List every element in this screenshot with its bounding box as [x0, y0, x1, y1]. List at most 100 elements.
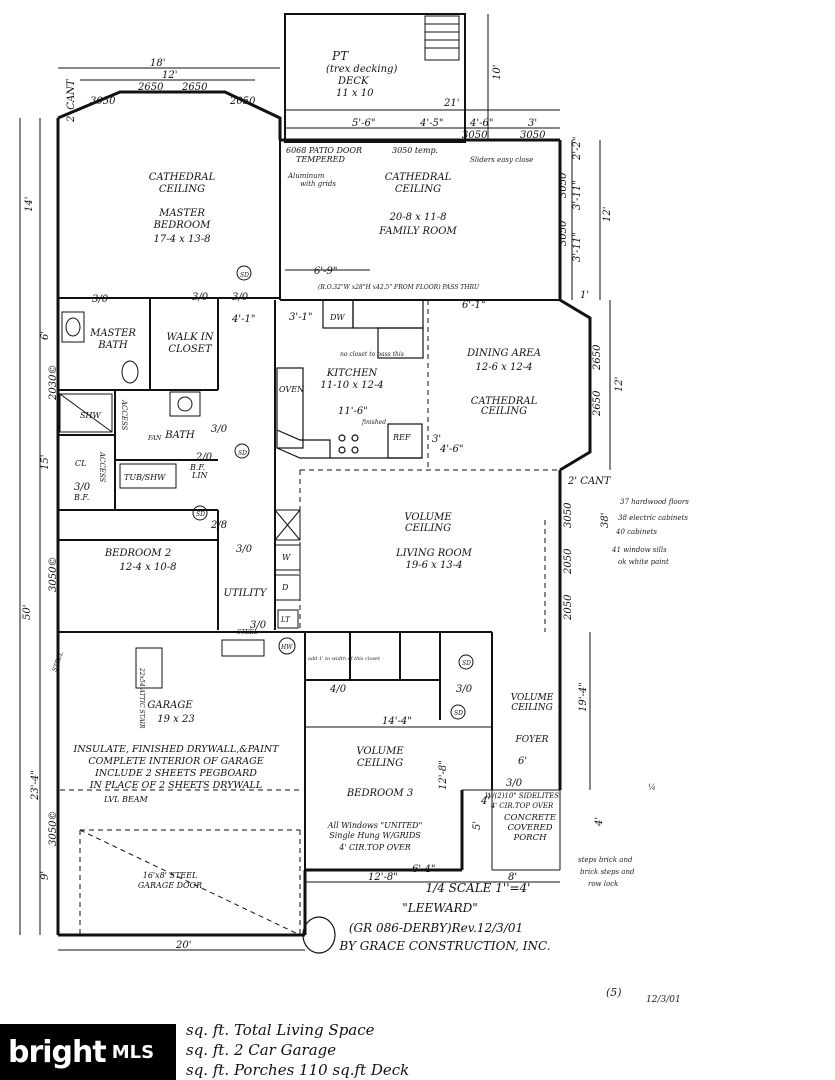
deck-note: PT [331, 49, 349, 63]
foyer-ceiling-1: VOLUME [511, 693, 554, 703]
kitchen-name: KITCHEN [326, 368, 379, 379]
dining-area-ceiling-1: CATHEDRAL [471, 396, 538, 407]
dim-left-14: 14' [24, 197, 35, 212]
hand-page: (5) [606, 986, 622, 999]
hand-floors: 37 hardwood floors [620, 498, 689, 506]
dim-21: 21' [443, 98, 459, 109]
hand-closet-width: add 1' to width of this closet [308, 656, 381, 662]
hand-aluminum: Aluminum [287, 172, 325, 180]
scale-label: 1/4 SCALE 1''=4' [426, 881, 531, 895]
dim-2650a: 2650 [137, 82, 164, 93]
tub-label: TUB/SHW [124, 473, 166, 482]
footer-porches: sq. ft. Porches 110 sq.ft Deck [186, 1061, 410, 1079]
dim-20: 20' [175, 940, 191, 951]
footer-garage: sq. ft. 2 Car Garage [186, 1041, 337, 1059]
living-room-size: 19-6 x 13-4 [406, 560, 463, 571]
dim-12-8-horiz: 12'-8" [368, 872, 398, 883]
bf-label: B.F. [73, 493, 89, 502]
dim-19-4: 19'-4" [578, 682, 589, 712]
hand-quarter: ¼ [648, 783, 656, 792]
dim-1: 1' [580, 290, 589, 301]
fan-label: FAN [147, 435, 162, 442]
bf-lin-label: B.F. [189, 463, 205, 472]
master-bedroom-name2: BEDROOM [153, 220, 212, 231]
builder: BY GRACE CONSTRUCTION, INC. [338, 939, 550, 953]
dim-11-6: 11'-6" [338, 406, 368, 417]
patio-door-label: 6068 PATIO DOOR [286, 146, 362, 155]
handwritten-notes: Aluminum with grids Sliders easy close n… [287, 156, 689, 1005]
door-3-0-b: 3/0 [192, 292, 209, 303]
dim-3-11a: 3'-11" [572, 180, 583, 210]
dim-left-50: 50' [22, 605, 33, 620]
dim-2650-r1: 2650 [592, 344, 603, 371]
garage-door2: GARAGE DOOR [138, 881, 202, 890]
dim-3050-left: 3050 [90, 96, 116, 107]
bedroom2-size: 12-4 x 10-8 [120, 562, 177, 573]
master-bedroom-size: 17-4 x 13-8 [154, 234, 211, 245]
deck: PT (trex decking) DECK 11 x 10 [284, 13, 466, 143]
master-bedroom-ceiling-2: CEILING [159, 184, 205, 195]
laundry-tub-label: LT [280, 616, 291, 624]
title-block: 1/4 SCALE 1''=4' "LEEWARD" (GR 086-DERBY… [302, 881, 551, 954]
lin-label: LIN [191, 471, 208, 480]
dim-left-6: 6' [40, 331, 51, 340]
pass-thru-label: (R.O.32"W x28"H x42.5" FROM FLOOR) PASS … [318, 284, 480, 291]
dim-3-11b: 3'-11" [572, 232, 583, 262]
door-2-8: 2/8 [210, 520, 227, 531]
dim-3050-fr-b: 3050 [520, 130, 546, 141]
master-bath-name: MASTER [89, 328, 136, 339]
family-room-name: FAMILY ROOM [378, 226, 457, 237]
access-label-1: ACCESS [120, 399, 128, 431]
dining-area-ceiling-2: CEILING [481, 406, 527, 417]
dim-3-1: 3'-1" [289, 312, 312, 323]
hand-no-closet: no closet to pass this [340, 351, 404, 358]
sd-label-2: SD [238, 450, 247, 457]
dim-right-12: 12' [602, 207, 613, 222]
dim-3050-r2: 3050 [558, 220, 569, 246]
door-4: 4' [480, 796, 490, 807]
dim-3050-left-a: 3050© [48, 557, 59, 592]
garage-door: 16'x8' STEEL [143, 871, 198, 880]
bedroom2-name: BEDROOM 2 [104, 548, 171, 559]
dim-3050-left-b: 3050© [48, 811, 59, 846]
bedroom3-windows-1: All Windows "UNITED" [327, 821, 423, 830]
dim-6-1: 6'-1" [462, 300, 485, 311]
refrigerator-label: REF [392, 433, 411, 442]
garage-size: 19 x 23 [157, 714, 194, 725]
deck-note2: (trex decking) [326, 64, 397, 75]
footer-summary: sq. ft. Total Living Space sq. ft. 2 Car… [186, 1020, 409, 1080]
dim-right-4: 4' [594, 817, 605, 827]
dryer-label: D [281, 583, 289, 592]
interior-walls [58, 140, 560, 870]
approval-stamp [302, 916, 336, 954]
dim-cant-right: 2' CANT [567, 476, 612, 487]
door-3-0-g: 3/0 [250, 620, 267, 631]
dim-5: 5' [472, 821, 483, 830]
smoke-detectors [192, 265, 474, 720]
bedroom3-windows-2: Single Hung W/GRIDS [329, 831, 421, 840]
walk-in-closet-name2: CLOSET [168, 344, 213, 355]
steel-label: STEEL [237, 629, 258, 636]
dim-lr-2050b: 2050 [563, 594, 574, 621]
dim-cant: 2' CANT [66, 78, 77, 123]
dim-right-12b: 12' [614, 377, 625, 392]
garage-note-3: INCLUDE 2 SHEETS PEGBOARD [94, 768, 257, 779]
kitchen-cabinets [276, 299, 424, 459]
master-bedroom-ceiling-1: CATHEDRAL [149, 172, 216, 183]
bright-mls-logo: bright MLS [0, 1024, 176, 1080]
porch-2: 4' CIR.TOP OVER [490, 802, 554, 810]
door-3-0-a: 3/0 [92, 294, 109, 305]
living-room-ceiling-2: CEILING [405, 523, 451, 534]
dimensions: 18' 12' 2' CANT 2650 2650 3050 2050 21' … [19, 14, 625, 951]
dim-8: 8' [508, 872, 517, 883]
sd-label-5: SD [454, 710, 463, 717]
door-2-0: 2/0 [195, 452, 213, 463]
family-room-size: 20-8 x 11-8 [389, 212, 447, 223]
bath-name: BATH [164, 430, 195, 441]
porch-4: COVERED [507, 823, 552, 833]
sd-label-3: SD [196, 511, 205, 518]
hand-electric: 38 electric cabinets [618, 514, 688, 522]
utility-name: UTILITY [224, 588, 268, 599]
room-labels: CATHEDRAL CEILING MASTER BEDROOM 17-4 x … [72, 172, 559, 890]
